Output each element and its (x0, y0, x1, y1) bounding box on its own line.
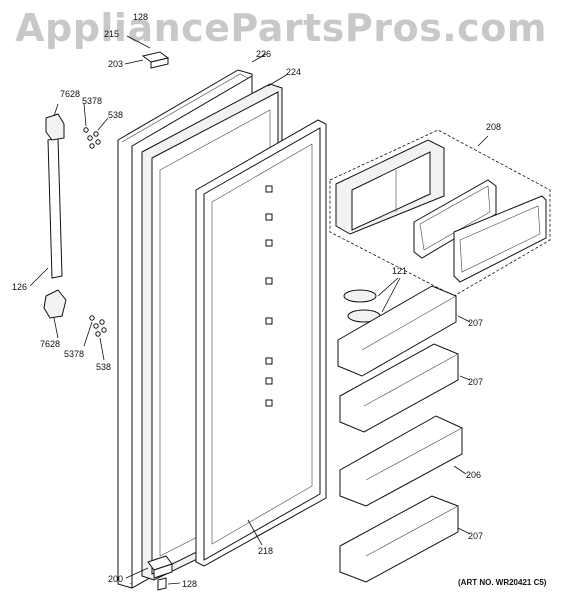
label-128-top: 128 (133, 12, 148, 22)
label-206: 206 (466, 470, 481, 480)
door-handle (29, 103, 109, 361)
door-gasket (195, 119, 327, 567)
label-203: 203 (108, 59, 123, 69)
door-bin-4 (339, 495, 471, 583)
label-128-bottom: 128 (182, 579, 197, 589)
label-5378-bottom: 5378 (64, 349, 84, 359)
cover-parts (343, 277, 401, 323)
label-224: 224 (286, 67, 301, 77)
label-207-c: 207 (468, 531, 483, 541)
door-bin-1 (337, 285, 471, 377)
label-121: 121 (392, 266, 407, 276)
label-7628-top: 7628 (60, 89, 80, 99)
label-207-a: 207 (468, 318, 483, 328)
top-hinge-part (124, 35, 170, 69)
door-bin-2 (339, 343, 471, 433)
label-7628-bottom: 7628 (40, 339, 60, 349)
label-538-bottom: 538 (96, 362, 111, 372)
label-538-top: 538 (108, 110, 123, 120)
label-5378-top: 5378 (82, 96, 102, 106)
dairy-compartment-assembly (329, 129, 551, 297)
label-218: 218 (258, 546, 273, 556)
door-bin-3 (339, 415, 467, 507)
label-208: 208 (486, 122, 501, 132)
label-207-b: 207 (468, 377, 483, 387)
bottom-hinge-part (125, 555, 181, 591)
art-number: (ART NO. WR20421 C5) (458, 578, 547, 587)
label-200: 200 (108, 574, 123, 584)
label-215: 215 (104, 29, 119, 39)
label-226: 226 (256, 49, 271, 59)
label-126: 126 (12, 282, 27, 292)
